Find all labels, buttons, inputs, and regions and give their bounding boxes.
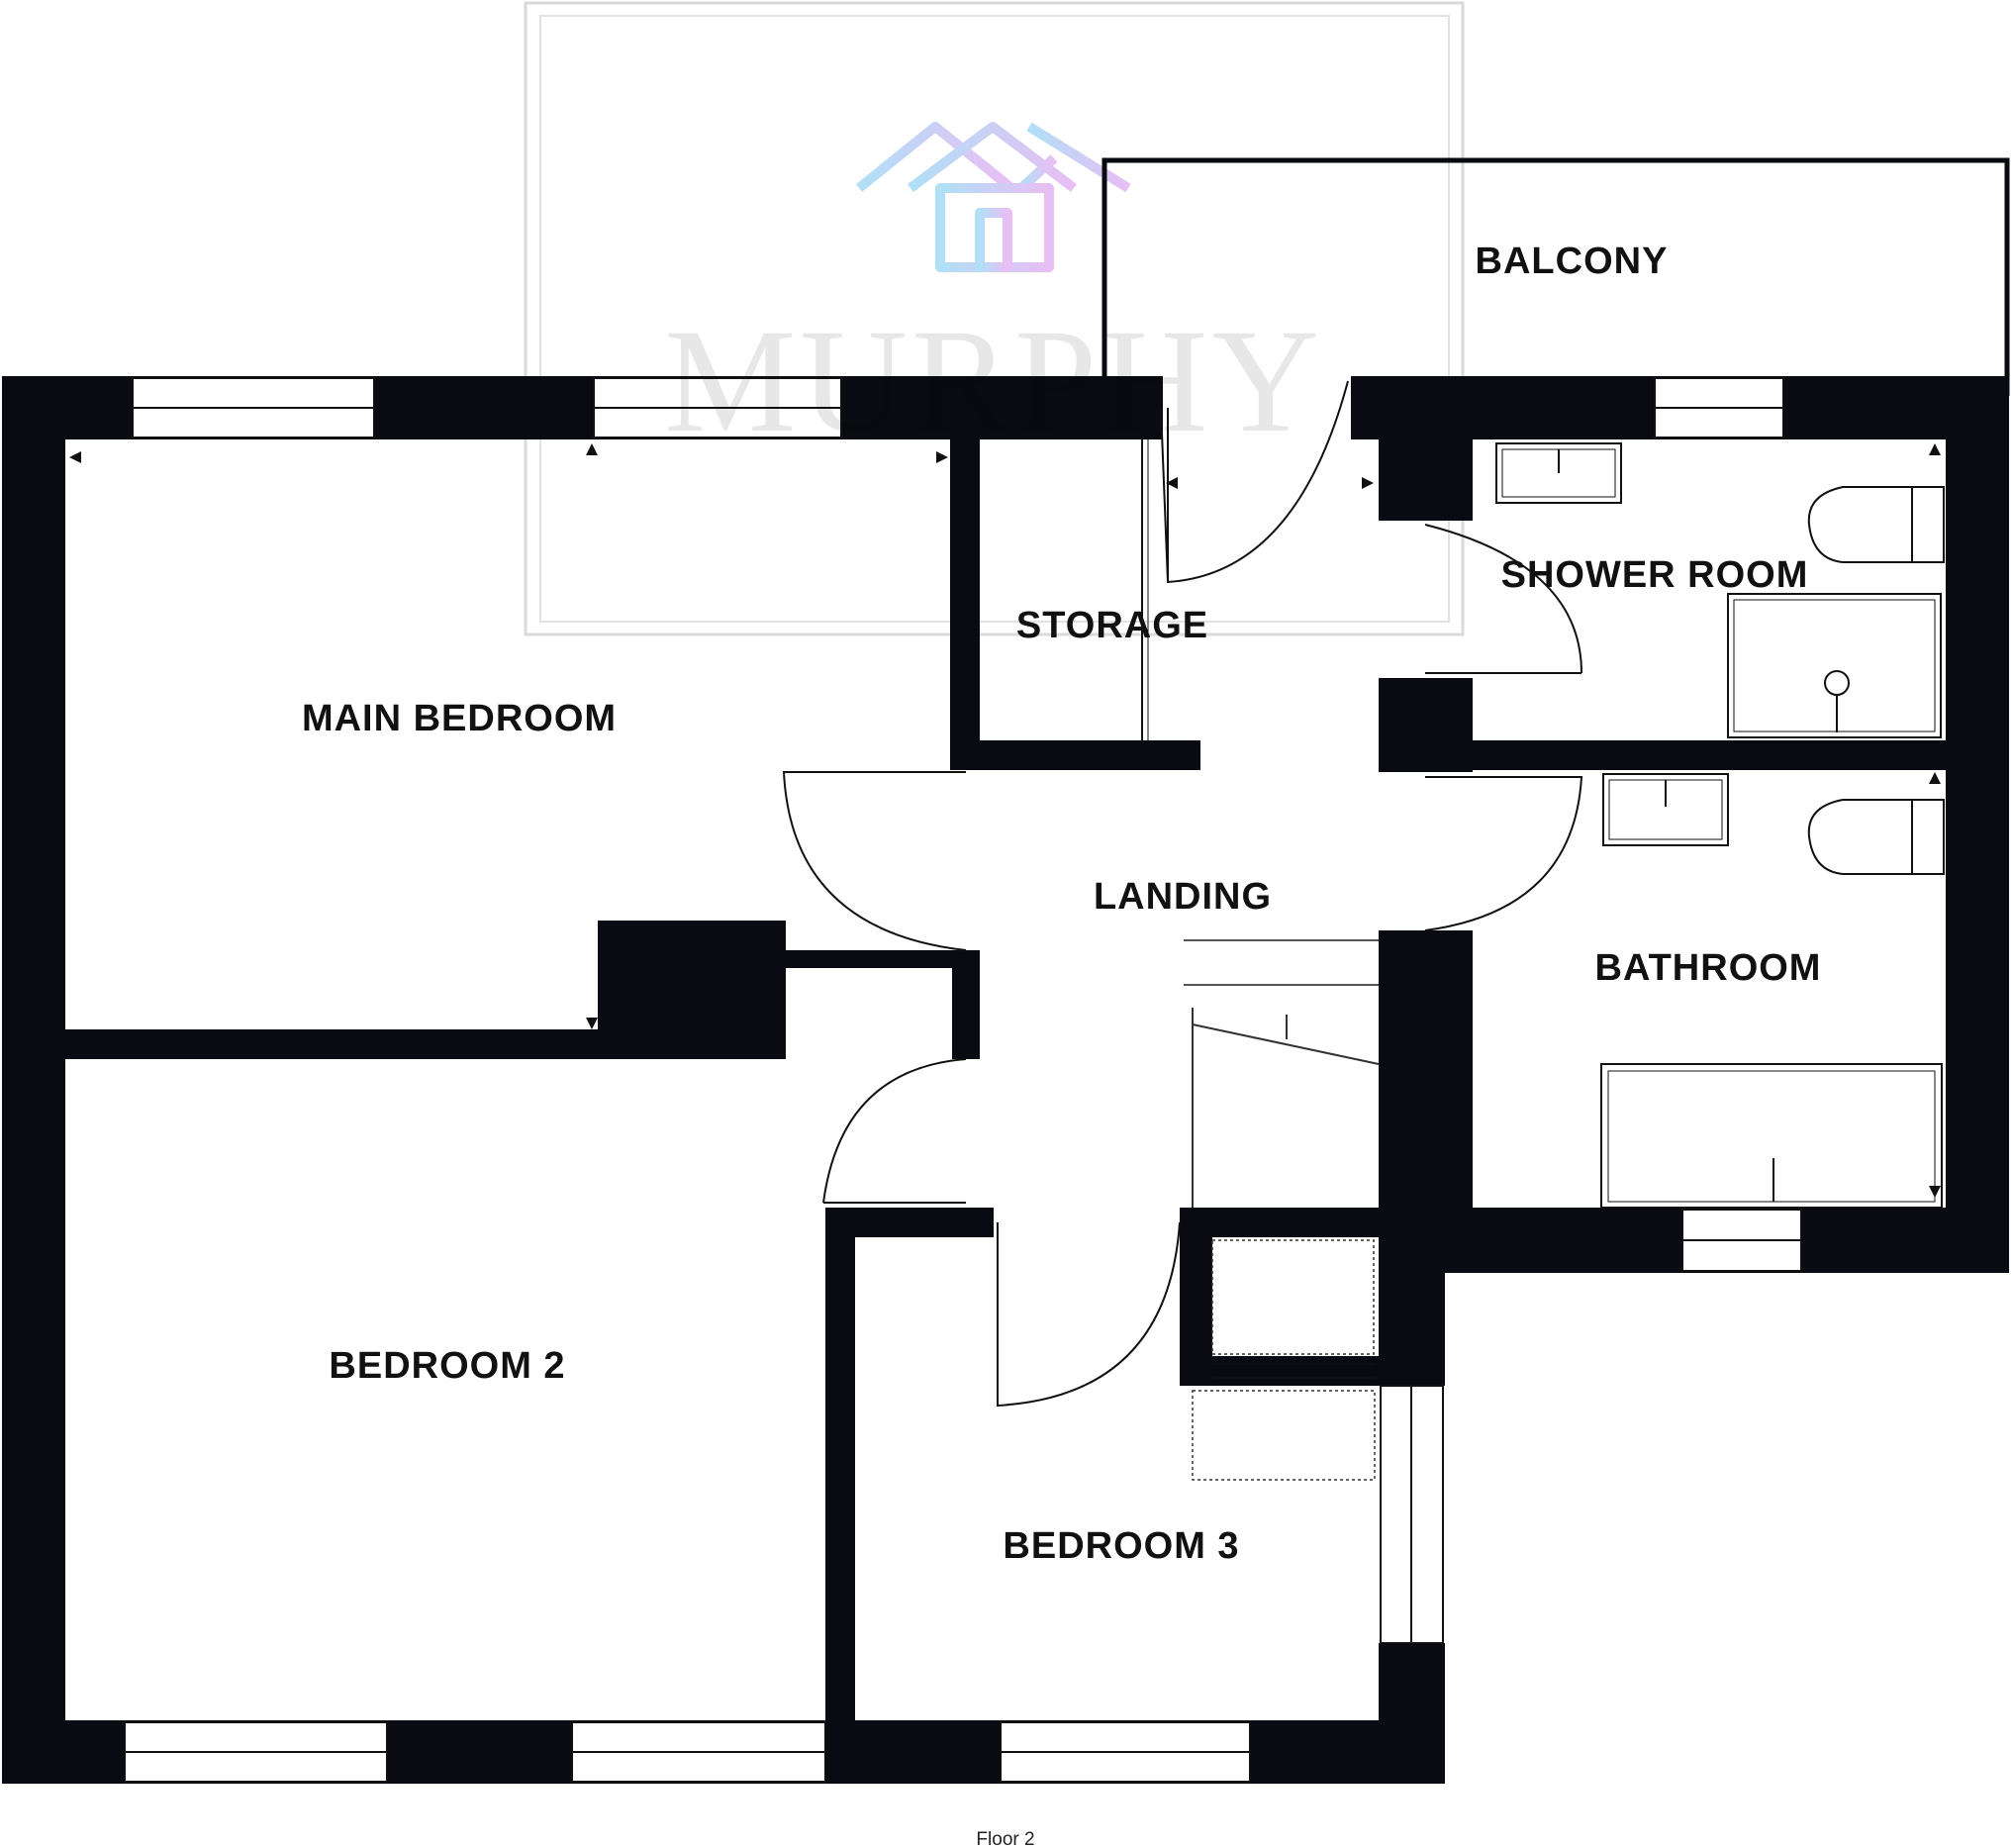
house-logo-icon	[855, 122, 1131, 272]
staircase	[1184, 939, 1380, 1208]
room-label-main-bedroom: MAIN BEDROOM	[302, 698, 617, 739]
room-label-landing: LANDING	[1094, 876, 1272, 918]
balcony-outline	[1102, 157, 2010, 396]
room-label-shower-room: SHOWER ROOM	[1501, 554, 1809, 596]
room-label-bedroom-3: BEDROOM 3	[1003, 1525, 1239, 1567]
watermark-brand: MURPHY	[664, 299, 1323, 463]
room-label-balcony: BALCONY	[1476, 241, 1669, 282]
watermark-frame	[524, 1, 1465, 636]
room-label-storage: STORAGE	[1016, 605, 1208, 646]
doors	[782, 380, 1583, 1408]
floor-caption: Floor 2	[976, 1829, 1034, 1848]
dimension-markers	[69, 443, 1941, 1198]
room-label-bathroom: BATHROOM	[1595, 947, 1822, 989]
sanitaryware	[1192, 442, 1945, 1481]
windows	[124, 377, 1802, 1783]
room-label-bedroom-2: BEDROOM 2	[329, 1345, 565, 1387]
